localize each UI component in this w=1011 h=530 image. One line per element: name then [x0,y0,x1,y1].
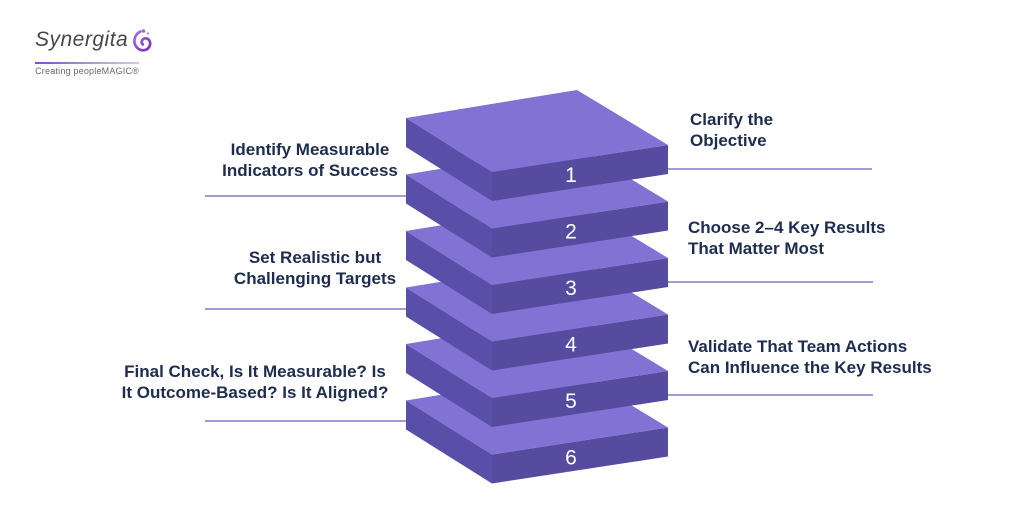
layer-number-4: 4 [565,334,577,357]
layer-number-1: 1 [565,164,577,187]
brand-swirl-icon [130,27,152,59]
logo-divider [35,62,139,64]
layer-number-5: 5 [565,390,577,413]
logo-tagline: Creating peopleMAGIC® [35,65,139,76]
step-label-2: Identify Measurable Indicators of Succes… [222,140,398,180]
logo: Synergita Creating peopleMAGIC® [35,27,152,76]
stack-layer-1: 1 [406,90,668,201]
brand-text: Synergita [35,28,129,51]
step-label-6: Final Check, Is It Measurable? Is It Out… [121,362,389,402]
layer-number-3: 3 [565,277,577,300]
step-label-3: Choose 2–4 Key Results That Matter Most [688,218,886,258]
step-label-1: Clarify the Objective [690,110,774,150]
layer-number-6: 6 [565,447,577,470]
step-label-4: Set Realistic but Challenging Targets [233,248,397,288]
step-label-5: Validate That Team Actions Can Influence… [688,337,932,377]
layer-number-2: 2 [565,221,577,244]
